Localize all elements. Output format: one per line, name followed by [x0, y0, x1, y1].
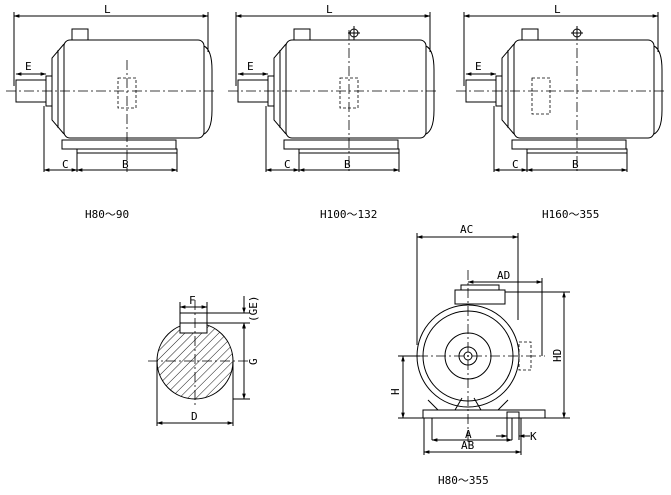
dim-AC: AC: [460, 223, 473, 236]
dim-B: B: [572, 158, 579, 171]
dim-E: E: [25, 60, 32, 73]
dim-D: D: [191, 410, 198, 423]
caption-h80-355: H80～355: [438, 474, 489, 487]
side-view-h80-90: L E C B H80～90: [6, 3, 216, 221]
caption-h100-132: H100～132: [320, 208, 377, 221]
dim-C: C: [512, 158, 519, 171]
caption-h80-90: H80～90: [85, 208, 129, 221]
dim-F: F: [189, 294, 196, 307]
caption-h160-355: H160～355: [542, 208, 599, 221]
dim-B: B: [122, 158, 129, 171]
dim-HD: HD: [551, 349, 564, 362]
dim-L: L: [554, 3, 561, 16]
dim-E: E: [247, 60, 254, 73]
dim-C: C: [62, 158, 69, 171]
dim-L: L: [104, 3, 111, 16]
dim-AD: AD: [497, 269, 510, 282]
lifting-eye-icon: [348, 26, 360, 40]
dim-C: C: [284, 158, 291, 171]
dim-H: H: [389, 388, 402, 395]
dim-GE: (GE): [247, 296, 260, 323]
dim-G: G: [247, 358, 260, 365]
dim-A: A: [465, 428, 472, 441]
shaft-section-view: F (GE) G D: [148, 294, 260, 426]
dim-L: L: [326, 3, 333, 16]
side-view-h160-355: L E C B H160～355: [456, 3, 666, 221]
side-view-h100-132: L E C B H100～132: [228, 3, 438, 221]
dim-K: K: [530, 430, 537, 443]
dim-E: E: [475, 60, 482, 73]
front-view-h80-355: AC AD HD H: [389, 223, 570, 487]
dim-B: B: [344, 158, 351, 171]
dim-AB: AB: [461, 439, 475, 452]
